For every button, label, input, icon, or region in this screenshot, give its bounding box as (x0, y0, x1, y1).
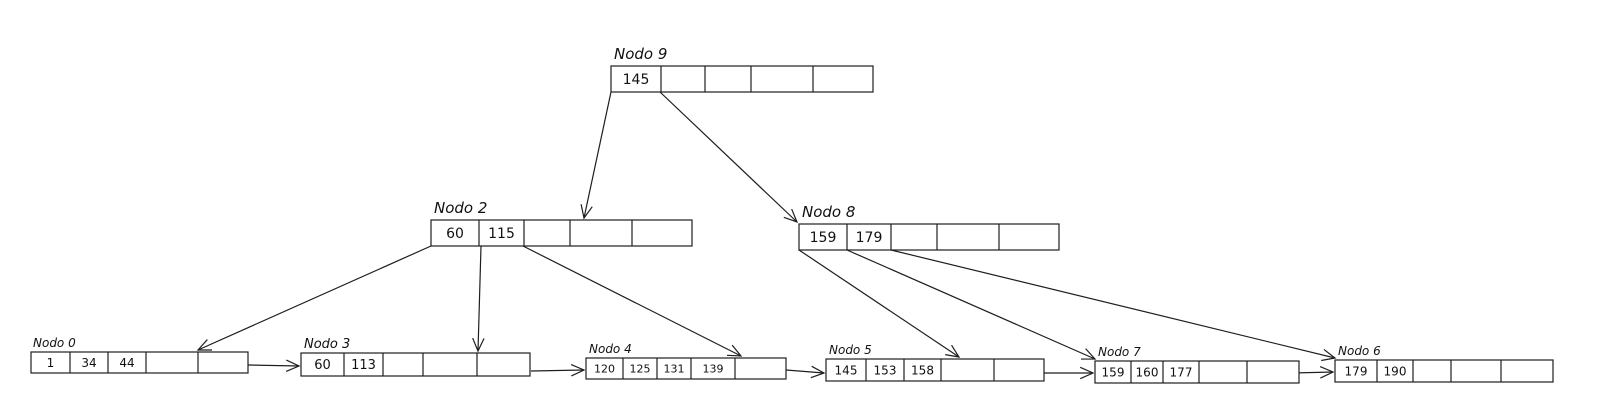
node-title: Nodo 6 (1338, 344, 1381, 358)
arrow-head-icon (1319, 366, 1335, 379)
node-4: Nodo 4 120 125 131 139 (585, 342, 787, 380)
node-9: Nodo 9 145 (610, 45, 874, 93)
node-title: Nodo 8 (802, 203, 855, 221)
node-title: Nodo 3 (304, 337, 350, 352)
node-title: Nodo 5 (829, 343, 872, 357)
arrow-head-icon (570, 363, 586, 377)
key-cell: 145 (835, 363, 858, 377)
key-cell: 113 (351, 358, 376, 373)
edge-line (659, 91, 798, 223)
edge-line (785, 369, 825, 374)
node-box (1094, 360, 1300, 384)
key-cell: 153 (874, 363, 897, 377)
key-cell: 120 (594, 362, 615, 375)
edge-n9-n2 (580, 91, 612, 220)
arrow-head-icon (580, 204, 593, 220)
edge-n4-n5 (785, 365, 826, 379)
edge-line (522, 245, 742, 357)
edge-n8-n6 (890, 249, 1337, 362)
edge-line (477, 245, 482, 352)
key-cell: 125 (630, 362, 651, 375)
key-cell: 44 (119, 356, 134, 370)
node-box (30, 351, 249, 374)
key-cell: 131 (664, 362, 685, 375)
key-cell: 115 (488, 226, 515, 242)
edge-line (846, 249, 1096, 360)
edge-n2-n3 (472, 245, 485, 353)
arrow-head-icon (726, 344, 743, 357)
edge-line (197, 245, 432, 351)
edge-line (798, 249, 960, 358)
node-7: Nodo 7 159 160 177 (1094, 345, 1300, 384)
node-6: Nodo 6 179 190 (1334, 344, 1554, 383)
edge-n0-n3 (247, 359, 301, 373)
key-cell: 179 (1345, 364, 1368, 378)
node-title: Nodo 4 (589, 342, 632, 356)
key-cell: 1 (47, 356, 55, 370)
edge-n9-n8 (659, 91, 799, 224)
arrow-head-icon (472, 337, 485, 353)
key-cell: 60 (314, 358, 331, 373)
arrow-head-icon (196, 339, 213, 351)
edge-n8-n7 (846, 249, 1097, 360)
node-2: Nodo 2 60 115 (430, 199, 693, 247)
node-box (1334, 359, 1554, 383)
key-cell: 34 (81, 356, 96, 370)
key-cell: 60 (446, 226, 464, 242)
node-box (430, 219, 693, 247)
key-cell: 139 (703, 362, 724, 375)
key-cell: 177 (1170, 365, 1193, 379)
node-title: Nodo 2 (434, 199, 487, 217)
edge-n2-n0 (196, 245, 432, 351)
node-box (585, 357, 787, 380)
key-cell: 190 (1384, 364, 1407, 378)
key-cell: 159 (810, 230, 837, 246)
node-box (825, 358, 1045, 382)
key-cell: 158 (911, 363, 934, 377)
node-8: Nodo 8 159 179 (798, 203, 1060, 251)
node-box (798, 223, 1060, 251)
edge-line (890, 249, 1336, 359)
edge-line (530, 369, 585, 372)
edges-layer (196, 91, 1337, 380)
key-cell: 159 (1102, 365, 1125, 379)
arrow-head-icon (945, 344, 961, 358)
key-cell: 179 (856, 230, 883, 246)
key-cell: 145 (623, 72, 650, 88)
edge-n3-n4 (530, 363, 586, 377)
edge-line (247, 364, 300, 367)
node-0: Nodo 0 1 34 44 (30, 336, 249, 374)
node-title: Nodo 7 (1098, 345, 1141, 359)
edge-line (1292, 371, 1334, 374)
node-box (610, 65, 874, 93)
node-box (300, 352, 531, 377)
edge-n8-n5 (798, 249, 961, 358)
edge-line (583, 91, 612, 219)
node-3: Nodo 3 60 113 (300, 337, 531, 377)
arrow-head-icon (810, 365, 826, 379)
edge-n7-n6 (1292, 366, 1335, 379)
edge-n2-n4 (522, 245, 743, 357)
arrow-head-icon (1321, 348, 1337, 362)
node-title: Nodo 9 (614, 45, 667, 63)
key-cell: 160 (1136, 365, 1159, 379)
edge-n5-n7 (1040, 366, 1095, 380)
arrow-head-icon (1079, 366, 1095, 380)
arrow-head-icon (783, 208, 799, 224)
arrow-head-icon (1080, 348, 1097, 360)
arrow-head-icon (285, 359, 301, 373)
node-title: Nodo 0 (33, 336, 76, 350)
node-5: Nodo 5 145 153 158 (825, 343, 1045, 382)
